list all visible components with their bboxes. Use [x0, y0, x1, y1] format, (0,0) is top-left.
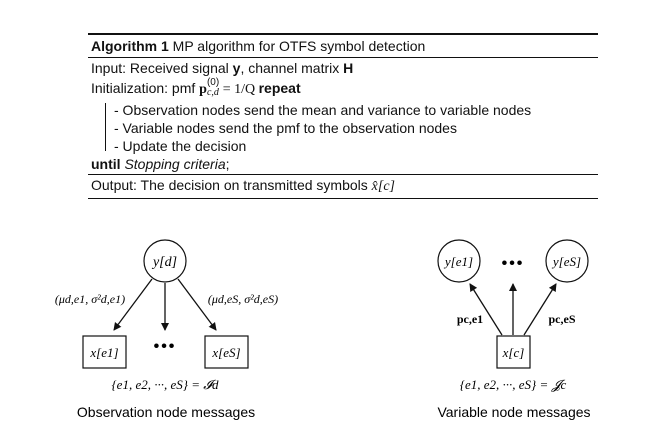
algorithm-title-rule	[88, 56, 598, 58]
repeat-block-bar	[105, 102, 106, 151]
step-line: - Variable nodes send the pmf to the obs…	[114, 119, 457, 136]
pmf-label-right: pc,eS	[549, 312, 576, 326]
diagram-caption-left: Observation node messages	[77, 404, 255, 420]
algorithm-title-text: MP algorithm for OTFS symbol detection	[172, 37, 426, 54]
arrow-to-x-e1	[113, 278, 153, 331]
observation-node-diagram: y[d] x[e1] x[eS] ••• (μd,e1, σ²d,e1) (μd…	[55, 239, 278, 420]
output-text: Output: The decision on transmitted symb…	[91, 176, 372, 193]
init-p-symbol: p	[199, 81, 207, 97]
variable-node-box-e1	[82, 335, 127, 369]
arrow-to-y-e1	[469, 283, 503, 336]
algorithm-until-line: until Stopping criteria;	[88, 155, 598, 173]
algorithm-bottom-rule	[88, 197, 598, 199]
index-set-equation-right: {e1, e2, ···, eS} = 𝓙c	[460, 377, 567, 392]
pmf-label-left: pc,e1	[457, 312, 483, 326]
message-label-left: (μd,e1, σ²d,e1)	[55, 292, 125, 306]
algorithm-title: Algorithm 1 MP algorithm for OTFS symbol…	[88, 37, 598, 57]
input-H-symbol: H	[343, 59, 354, 76]
variable-node-label-e1: x[e1]	[89, 345, 118, 360]
variable-node-box-eS	[204, 335, 249, 369]
init-superscript: (0)	[206, 76, 220, 88]
until-criteria: Stopping criteria	[124, 155, 226, 172]
until-end: ;	[225, 155, 230, 172]
init-repeat-keyword: repeat	[258, 79, 301, 96]
input-y-symbol: y	[232, 59, 241, 76]
until-keyword: until	[91, 155, 121, 172]
observation-node-label: y[d]	[151, 255, 177, 270]
algorithm-top-rule	[88, 33, 598, 35]
algorithm-init-line: Initialization: pmf p(0)c,d = 1/Q repeat	[88, 77, 598, 101]
ellipsis-dots-right: •••	[502, 255, 525, 272]
variable-node-label-eS: x[eS]	[211, 345, 240, 360]
observation-node-circle	[143, 239, 187, 283]
arrow-to-x-eS	[177, 278, 217, 331]
input-mid: , channel matrix	[240, 59, 344, 76]
variable-node-box-c	[496, 335, 531, 369]
init-prefix: Initialization: pmf	[91, 79, 200, 96]
ellipsis-dots: •••	[154, 338, 177, 355]
variable-node-label-c: x[c]	[502, 345, 525, 360]
observation-node-label-eS: y[eS]	[551, 254, 581, 269]
repeat-block: - Observation nodes send the mean and va…	[88, 101, 598, 155]
input-prefix: Input: Received signal	[91, 59, 233, 76]
algorithm-input-line: Input: Received signal y, channel matrix…	[88, 59, 598, 77]
init-equation: = 1/Q	[219, 81, 259, 97]
step-line: - Observation nodes send the mean and va…	[114, 101, 532, 118]
init-subscript: c,d	[206, 86, 219, 98]
algorithm-mid-rule	[88, 173, 598, 175]
step-line: - Update the decision	[114, 137, 247, 154]
output-symbol: x̂[c]	[371, 178, 395, 194]
arrow-to-y-eS	[523, 283, 557, 336]
algorithm-box: Algorithm 1 MP algorithm for OTFS symbol…	[88, 33, 598, 199]
algorithm-label: Algorithm 1	[91, 37, 169, 54]
variable-node-diagram: y[e1] y[eS] ••• x[c] pc,e1 pc,eS {e1, e2…	[437, 239, 591, 420]
algorithm-output-line: Output: The decision on transmitted symb…	[88, 176, 598, 196]
message-label-right: (μd,eS, σ²d,eS)	[208, 292, 278, 306]
observation-node-circle-eS	[545, 239, 589, 283]
diagram-caption-right: Variable node messages	[437, 404, 590, 420]
observation-node-circle-e1	[437, 239, 481, 283]
index-set-equation: {e1, e2, ···, eS} = 𝓘d	[111, 377, 219, 392]
observation-node-label-e1: y[e1]	[443, 254, 473, 269]
